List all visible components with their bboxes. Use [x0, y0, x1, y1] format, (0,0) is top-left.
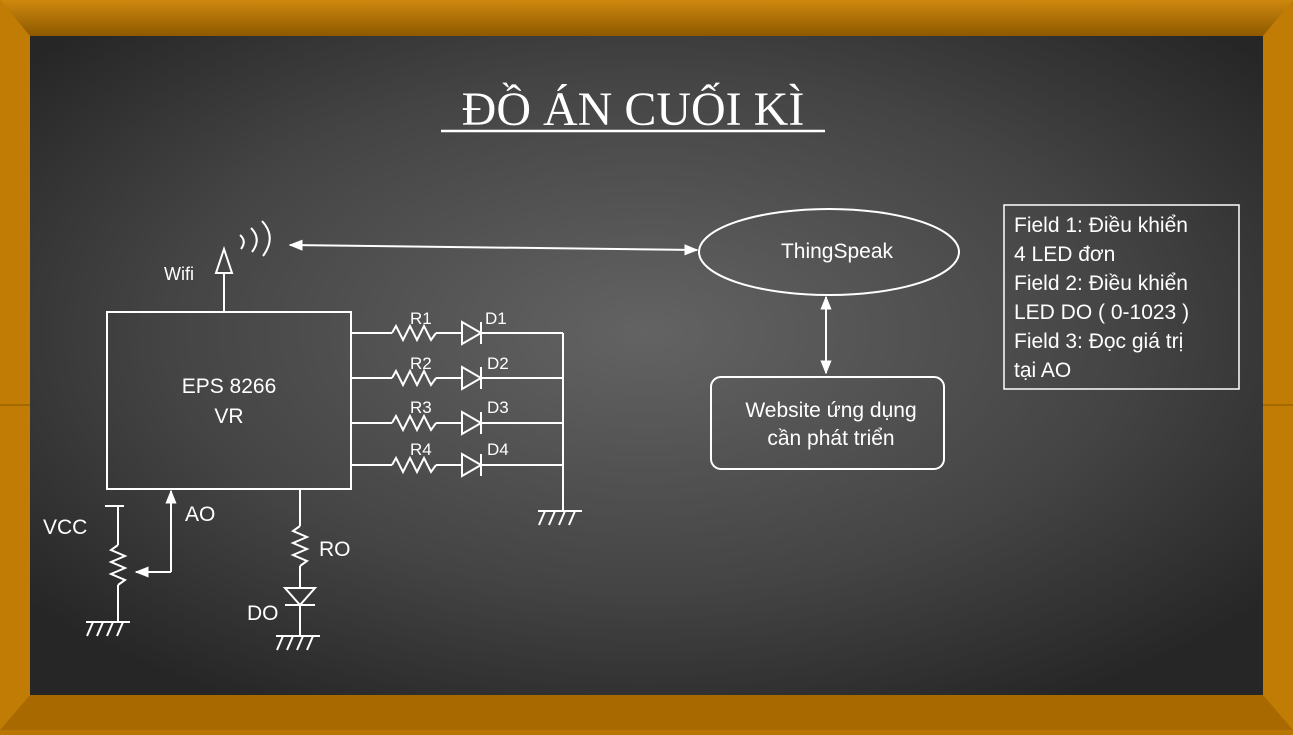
- antenna-icon: [214, 245, 234, 274]
- ground-icon: [276, 635, 320, 651]
- board-surface: [30, 36, 1263, 695]
- thingspeak-label: ThingSpeak: [781, 240, 894, 263]
- ground-icon: [538, 510, 582, 526]
- thingspeak-node: [698, 208, 960, 296]
- wifi-link-arrow: [288, 239, 699, 256]
- led-label-d4: D4: [487, 440, 509, 459]
- do-output: [282, 489, 318, 636]
- led-output-3: [351, 410, 563, 436]
- esp-module: [106, 311, 352, 490]
- ro-label: RO: [319, 538, 351, 561]
- resistor-label-r3: R3: [410, 398, 432, 417]
- led-output-4: [351, 452, 563, 478]
- fields-box: [1003, 204, 1240, 390]
- resistor-label-r4: R4: [410, 440, 432, 459]
- website-label-line2: cần phát triển: [767, 427, 894, 450]
- led-output-2: [351, 365, 563, 391]
- led-label-d1: D1: [485, 309, 507, 328]
- field-line: 4 LED đơn: [1014, 243, 1115, 266]
- potentiometer: [105, 505, 171, 622]
- led-label-d2: D2: [487, 354, 509, 373]
- esp-label-line1: EPS 8266: [182, 375, 277, 398]
- resistor-label-r1: R1: [410, 309, 432, 328]
- ao-label: AO: [185, 503, 215, 526]
- resistor-label-r2: R2: [410, 354, 432, 373]
- field-line: Field 3: Đọc giá trị: [1014, 330, 1183, 353]
- led-label-d3: D3: [487, 398, 509, 417]
- do-label: DO: [247, 602, 279, 625]
- ground-icon: [86, 621, 130, 637]
- vcc-label: VCC: [43, 516, 87, 539]
- website-label-line1: Website ứng dụng: [745, 399, 916, 422]
- field-line: Field 2: Điều khiển: [1014, 272, 1188, 295]
- website-node: [710, 376, 945, 470]
- page-title: ĐỒ ÁN CUỐI KÌ: [462, 81, 805, 136]
- field-line: Field 1: Điều khiển: [1014, 214, 1188, 237]
- esp-label-line2: VR: [214, 405, 243, 428]
- field-line: tại AO: [1014, 359, 1071, 382]
- wifi-signal-icon: [239, 234, 245, 250]
- field-line: LED DO ( 0-1023 ): [1014, 301, 1189, 324]
- wifi-label: Wifi: [164, 264, 194, 284]
- led-output-1: [351, 320, 563, 346]
